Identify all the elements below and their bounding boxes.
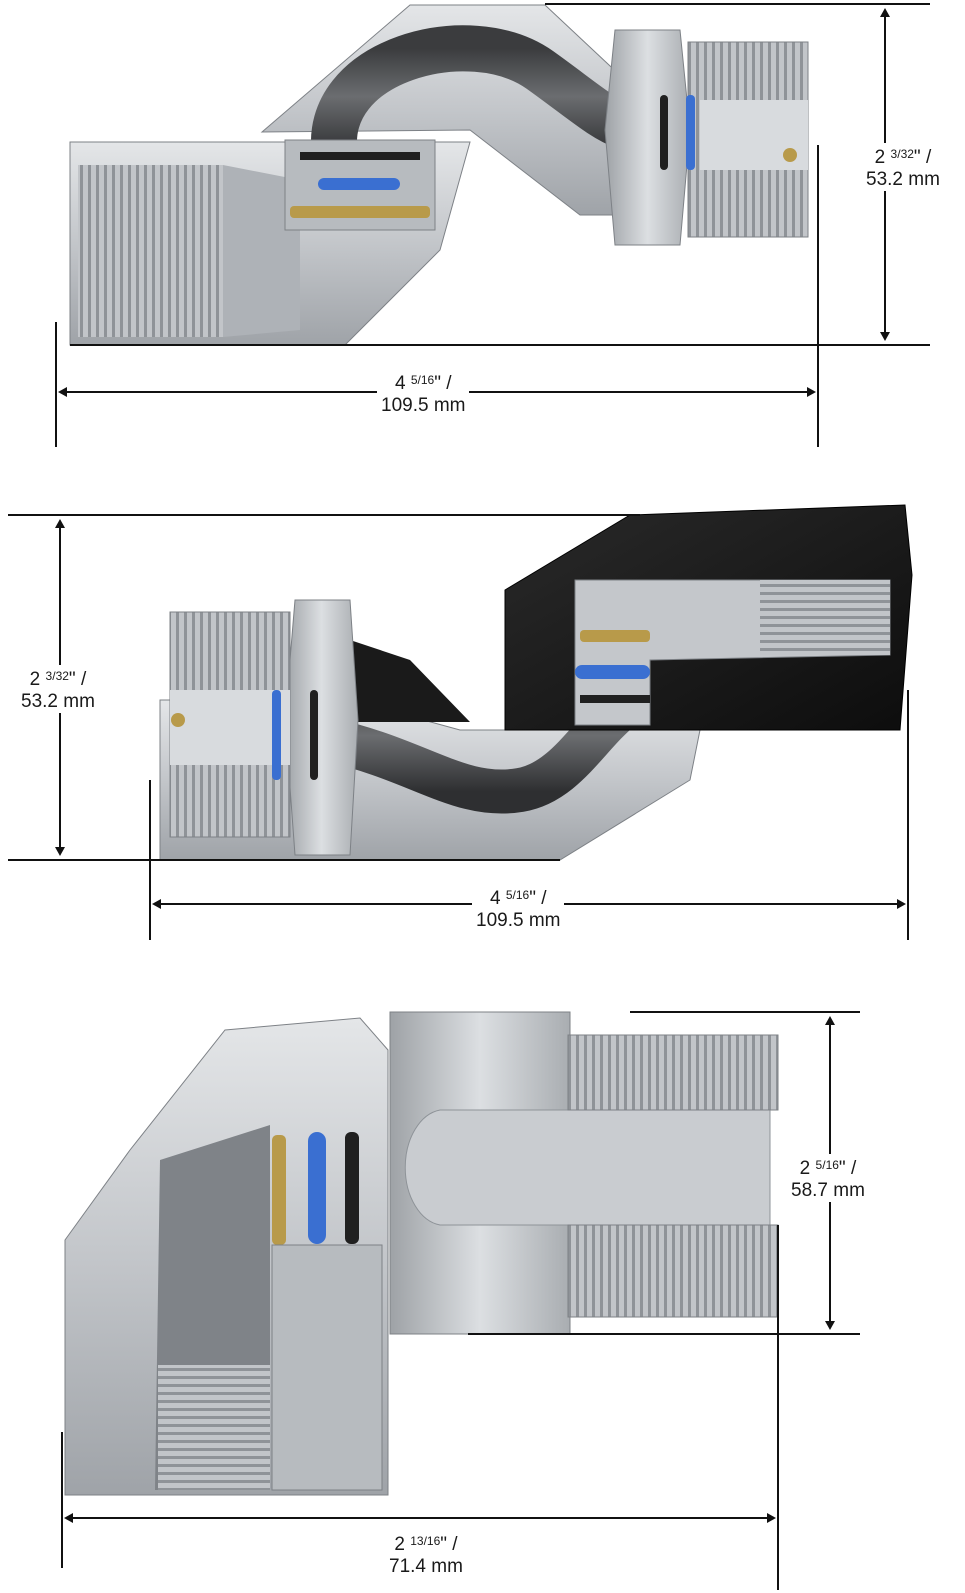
fitting-3-length-arrow-left (64, 1513, 73, 1523)
fraction: 3/32 (890, 147, 914, 161)
metric: 58.7 mm (791, 1180, 865, 1201)
whole: 4 (394, 373, 406, 394)
whole: 2 (394, 1534, 405, 1555)
fitting-2-height-arrow-bottom (55, 847, 65, 856)
fitting-1-body (69, 4, 809, 346)
fitting-2-length-arrow-left (152, 899, 161, 909)
metric: 109.5 mm (381, 395, 466, 416)
fitting-1-height-arrow-top (880, 8, 890, 17)
numerator: 3 (45, 669, 53, 683)
metric: 53.2 mm (866, 169, 940, 190)
fitting-2-length-arrow-right (897, 899, 906, 909)
hex-nut (604, 29, 691, 246)
denominator: 16 (426, 1534, 441, 1548)
brass-washer (290, 206, 430, 218)
numerator: 5 (505, 888, 513, 902)
fitting-3-length-arrow-right (767, 1513, 776, 1523)
fraction: 5/16 (505, 888, 530, 902)
whole: 2 (799, 1158, 811, 1179)
whole: 2 (29, 669, 41, 690)
denominator: 16 (825, 1158, 839, 1172)
numerator: 5 (815, 1158, 823, 1172)
whole: 4 (489, 888, 501, 909)
fitting-1-length-arrow-right (807, 387, 816, 397)
metric: 53.2 mm (21, 691, 95, 712)
fitting-1-length-label: 4 5/16" / 109.5 mm (377, 369, 470, 417)
fitting-1-height-label: 2 3/32" / 53.2 mm (862, 143, 944, 191)
fitting-2-height-arrow-top (55, 519, 65, 528)
fitting-1-height-arrow-bottom (880, 332, 890, 341)
fitting-3-height-arrow-top (825, 1016, 835, 1025)
fraction: 5/16 (815, 1158, 839, 1172)
fitting-3-body (64, 1011, 779, 1496)
whole: 2 (874, 147, 886, 168)
fitting-2-height-label: 2 3/32" / 53.2 mm (17, 665, 99, 713)
o-ring-blue (318, 178, 400, 190)
metric: 71.4 mm (389, 1556, 463, 1577)
fitting-1-length-arrow-left (58, 387, 67, 397)
denominator: 16 (515, 888, 530, 902)
denominator: 32 (900, 147, 914, 161)
fitting-2-body (159, 504, 913, 861)
o-ring-black (300, 152, 420, 160)
metric: 109.5 mm (476, 910, 561, 931)
fitting-2-length-label: 4 5/16" / 109.5 mm (472, 884, 565, 932)
numerator: 3 (890, 147, 898, 161)
fitting-3-length-label: 2 13/16" / 71.4 mm (385, 1530, 467, 1578)
fraction: 3/32 (45, 669, 69, 683)
female-thread (78, 165, 223, 337)
fraction: 13/16 (410, 1534, 441, 1548)
numerator: 5 (410, 373, 418, 387)
fitting-3-height-arrow-bottom (825, 1321, 835, 1330)
numerator: 13 (410, 1534, 424, 1548)
fraction: 5/16 (410, 373, 435, 387)
denominator: 16 (420, 373, 435, 387)
denominator: 32 (55, 669, 69, 683)
fitting-3-height-label: 2 5/16" / 58.7 mm (787, 1154, 869, 1202)
